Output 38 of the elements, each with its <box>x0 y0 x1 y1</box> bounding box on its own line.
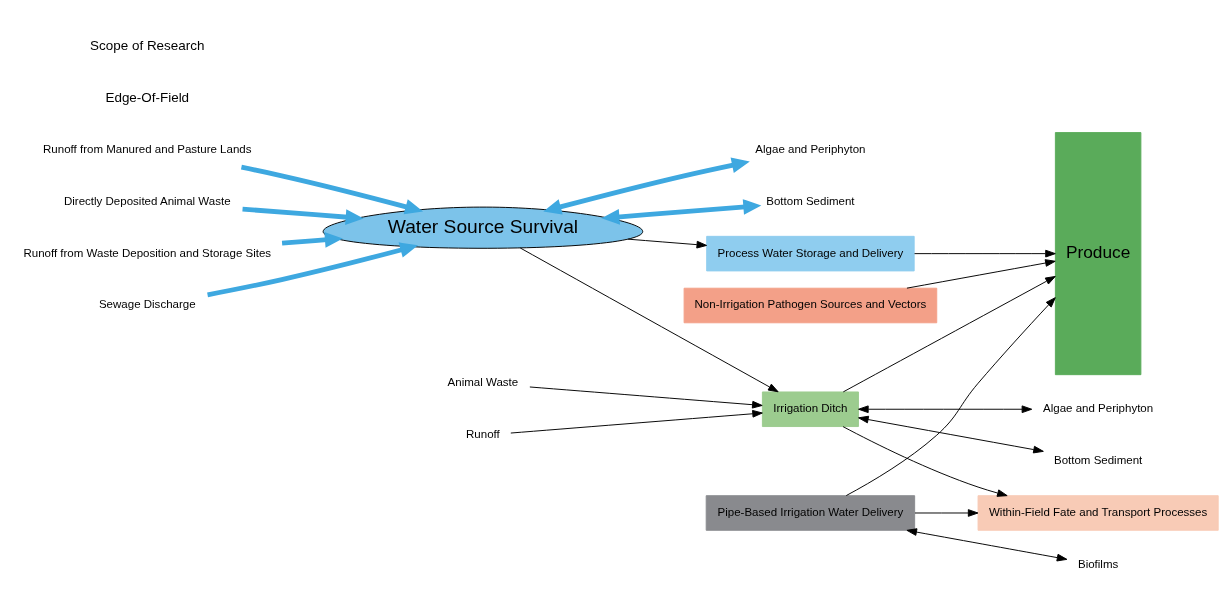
node-box: Non-Irrigation Pathogen Sources and Vectors <box>683 287 938 323</box>
node-text: Directly Deposited Animal Waste <box>63 194 231 207</box>
arrow <box>858 404 1033 413</box>
arrow <box>845 296 1056 496</box>
arrow <box>858 415 1044 453</box>
arrow <box>240 164 424 214</box>
node-text: Bottom Sediment <box>766 194 855 207</box>
arrow <box>842 275 1056 392</box>
node-text: Algae and Periphyton <box>755 142 866 155</box>
arrow <box>519 247 779 392</box>
node-text: Sewage Discharge <box>98 297 196 310</box>
arrow <box>207 241 419 297</box>
label: Edge-Of-Field <box>105 89 190 105</box>
arrow <box>543 157 750 214</box>
node-text: Runoff from Manured and Pasture Lands <box>43 142 252 155</box>
arrow <box>601 198 762 225</box>
node-box: Within-Field Fate and Transport Processes <box>977 494 1219 531</box>
arrow <box>906 527 1068 561</box>
node-text: Algae and Periphyton <box>1043 401 1154 414</box>
node-box: Irrigation Ditch <box>761 390 859 427</box>
node-box: Pipe-Based Irrigation Water Delivery <box>705 494 916 531</box>
node-text: Biofilms <box>1077 557 1119 570</box>
arrow <box>906 258 1056 289</box>
label: Scope of Research <box>90 37 205 53</box>
arrow <box>914 508 979 517</box>
arrow <box>914 249 1056 257</box>
arrow <box>529 386 763 409</box>
node-text: Animal Waste <box>447 375 519 388</box>
arrow <box>627 238 708 248</box>
arrow <box>510 409 763 434</box>
node-text: Runoff <box>466 427 500 440</box>
node-box: Process Water Storage and Delivery <box>706 235 915 271</box>
arrow <box>281 231 343 248</box>
node-text: Runoff from Waste Deposition and Storage Sites <box>23 246 272 259</box>
arrow <box>842 425 1008 497</box>
node-box: Produce <box>1054 131 1142 375</box>
arrow <box>242 206 364 225</box>
node-text: Bottom Sediment <box>1053 453 1143 466</box>
